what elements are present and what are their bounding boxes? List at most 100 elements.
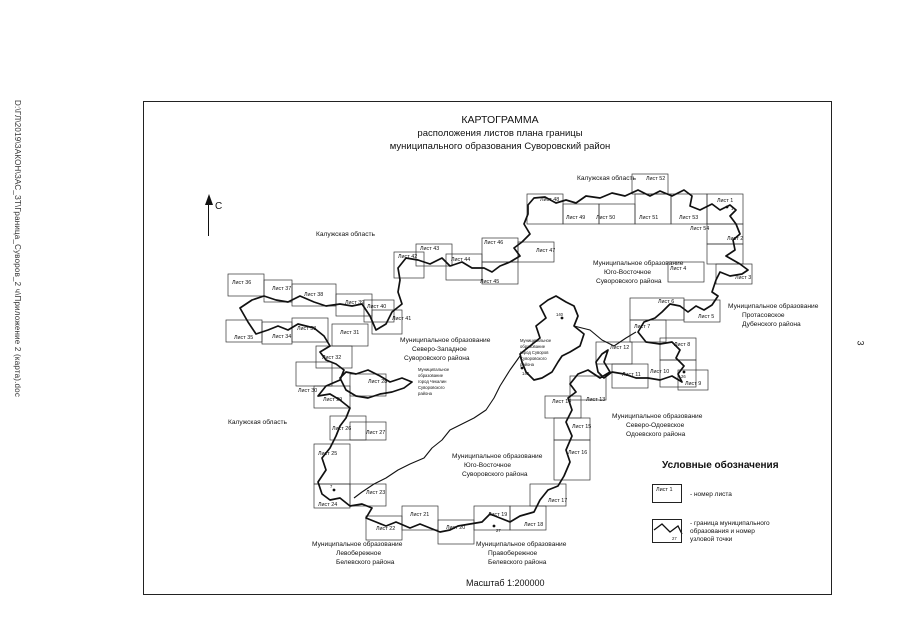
region-pravoberezh-1: Муниципальное образование xyxy=(476,540,567,548)
region-labels: Калужская область Калужская область Калу… xyxy=(228,174,819,566)
sheet-label-28: Лист 28 xyxy=(368,379,387,385)
sheet-label-27: Лист 27 xyxy=(366,430,385,436)
sheet-label-48: Лист 48 xyxy=(540,197,559,203)
node-label-143: 143 xyxy=(522,371,530,376)
sheet-box-34 xyxy=(261,321,293,345)
title-line-3: муниципального образования Суворовский р… xyxy=(389,141,611,152)
sheet-label-53: Лист 53 xyxy=(679,215,698,221)
sheet-label-37: Лист 37 xyxy=(272,286,291,292)
region-south-suvorov-1: Муниципальное образование xyxy=(452,452,543,460)
internal-border-line xyxy=(353,325,637,499)
sheet-label-47: Лист 47 xyxy=(536,248,555,254)
region-se-suvorov-1: Муниципальное образование xyxy=(593,259,684,267)
sheet-label-2: Лист 2 xyxy=(727,236,743,242)
region-protasovo-3: Дубенского района xyxy=(742,320,801,328)
sheet-label-18: Лист 18 xyxy=(524,522,543,528)
legend-border-desc: - граница муниципального образования и н… xyxy=(690,520,770,544)
sheet-label-7: Лист 7 xyxy=(634,324,650,330)
region-se-suvorov-2: Юго-Восточное xyxy=(604,269,651,276)
map-title: КАРТОГРАММА расположения листов плана гр… xyxy=(340,114,660,153)
sheet-label-11: Лист 11 xyxy=(622,372,641,378)
legend-border-box xyxy=(652,519,682,543)
node-labels: 1 7 26 27 140 143 xyxy=(330,206,734,533)
sheet-label-42: Лист 42 xyxy=(398,254,417,260)
sheet-label-45: Лист 45 xyxy=(480,279,499,285)
region-odoev-3: Одоевского района xyxy=(626,430,686,438)
region-kaluga-nw: Калужская область xyxy=(316,230,376,238)
legend-title: Условные обозначения xyxy=(662,460,779,471)
sheet-box-17 xyxy=(529,483,567,507)
node-marker-1 xyxy=(725,205,729,209)
sheet-label-32: Лист 32 xyxy=(322,355,341,361)
node-label-26: 26 xyxy=(681,374,686,379)
sheet-box-3 xyxy=(715,263,753,285)
sheet-label-38: Лист 38 xyxy=(304,292,323,298)
sheet-box-22 xyxy=(365,515,403,541)
sheet-box-35 xyxy=(225,319,263,343)
sheet-box-50 xyxy=(598,203,636,225)
sheet-label-46: Лист 46 xyxy=(484,240,503,246)
title-line-1: КАРТОГРАММА xyxy=(461,114,539,126)
node-marker-27 xyxy=(492,524,496,528)
region-chekalin-5: района xyxy=(418,391,433,396)
sheet-label-26: Лист 26 xyxy=(332,426,351,432)
node-label-1: 1 xyxy=(731,206,734,211)
sheet-box-11 xyxy=(611,363,649,389)
region-levoberezh-3: Белевского района xyxy=(336,558,395,566)
region-nw-suvorov-1: Муниципальное образование xyxy=(400,336,491,344)
region-suvorov-city-1: Муниципальное xyxy=(520,338,552,343)
north-label: С xyxy=(215,201,223,212)
sheet-label-49: Лист 49 xyxy=(566,215,585,221)
sheet-label-12: Лист 12 xyxy=(610,345,629,351)
sheet-label-17: Лист 17 xyxy=(548,498,567,504)
legend-border-sample xyxy=(653,523,683,535)
title-line-2: расположения листов плана границы xyxy=(417,128,583,139)
sheet-box-16 xyxy=(553,439,591,481)
sheet-label-14: Лист 14 xyxy=(552,399,571,405)
north-arrow-head-icon xyxy=(205,194,213,205)
sheet-label-23: Лист 23 xyxy=(366,490,385,496)
sheet-box-49 xyxy=(562,203,600,225)
region-suvorov-city-2: образование xyxy=(520,344,546,349)
sheet-label-50: Лист 50 xyxy=(596,215,615,221)
sheet-box-26 xyxy=(329,415,367,441)
sheet-label-8: Лист 8 xyxy=(674,342,690,348)
sheet-label-29: Лист 29 xyxy=(323,397,342,403)
region-chekalin-2: образование xyxy=(418,373,444,378)
sheet-label-13: Лист 13 xyxy=(586,397,605,403)
region-nw-suvorov-2: Северо-Западное xyxy=(412,346,467,353)
legend-border-desc-line-1: - граница муниципального xyxy=(690,520,770,527)
sheet-label-15: Лист 15 xyxy=(572,424,591,430)
node-marker-26 xyxy=(682,370,686,374)
region-levoberezh-2: Левобережное xyxy=(336,549,381,557)
sheet-box-30 xyxy=(295,361,333,387)
sheet-label-3: Лист 3 xyxy=(735,275,751,281)
sheet-label-5: Лист 5 xyxy=(698,314,714,320)
sheet-box-27 xyxy=(349,421,387,441)
sheet-label-44: Лист 44 xyxy=(451,257,470,263)
region-nw-suvorov-3: Суворовского района xyxy=(404,354,470,362)
sheet-label-52: Лист 52 xyxy=(646,176,665,182)
sheet-box-54 xyxy=(706,243,744,265)
border-node-markers xyxy=(332,205,729,528)
map-scale: Масштаб 1:200000 xyxy=(466,578,545,588)
sheet-label-4: Лист 4 xyxy=(670,266,686,272)
sheet-label-34: Лист 34 xyxy=(272,334,291,340)
sheet-label-24: Лист 24 xyxy=(318,502,337,508)
region-se-suvorov-3: Суворовского района xyxy=(596,277,662,285)
region-south-suvorov-3: Суворовского района xyxy=(462,470,528,478)
legend-border-desc-line-2: образования и номер xyxy=(690,528,755,535)
node-marker-140 xyxy=(560,316,564,320)
north-arrow: С xyxy=(204,194,234,244)
region-odoev-1: Муниципальное образование xyxy=(612,412,703,420)
sheet-box-31 xyxy=(331,323,369,347)
sheet-label-39: Лист 39 xyxy=(345,300,364,306)
sheet-label-16: Лист 16 xyxy=(568,450,587,456)
region-kaluga-w: Калужская область xyxy=(228,418,288,426)
sheet-label-22: Лист 22 xyxy=(376,526,395,532)
region-south-suvorov-2: Юго-Восточное xyxy=(464,462,511,469)
sheet-label-41: Лист 41 xyxy=(392,316,411,322)
sheet-label-19: Лист 19 xyxy=(488,512,507,518)
sheet-label-31: Лист 31 xyxy=(340,330,359,336)
region-levoberezh-1: Муниципальное образование xyxy=(312,540,403,548)
